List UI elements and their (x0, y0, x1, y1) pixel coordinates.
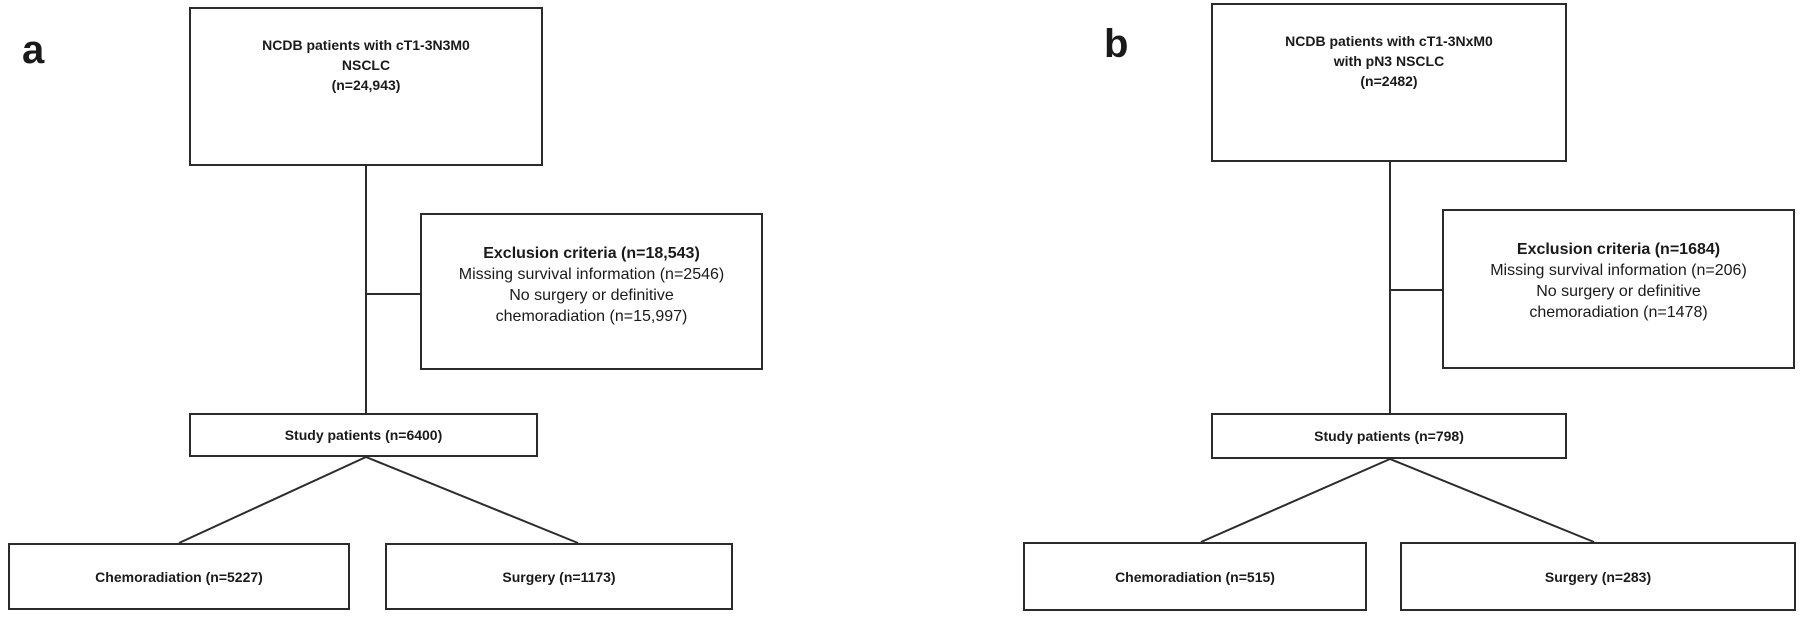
surgery-label: Surgery (n=283) (1544, 568, 1652, 585)
source-population-box: NCDB patients with cT1-3N3M0 NSCLC (n=24… (189, 7, 543, 166)
exclusion-line: chemoradiation (n=1478) (1529, 304, 1708, 321)
connector-lines (1200, 162, 1595, 543)
exclusion-line: Missing survival information (n=206) (1490, 262, 1747, 279)
surgery-box: Surgery (n=1173) (385, 543, 733, 610)
source-line: with pN3 NSCLC (1333, 53, 1445, 69)
source-line: NSCLC (341, 57, 391, 73)
exclusion-line: No surgery or definitive (1536, 283, 1701, 300)
source-line: NCDB patients with cT1-3N3M0 (262, 37, 470, 53)
chemoradiation-box: Chemoradiation (n=515) (1023, 542, 1367, 611)
panel-label: b (1104, 22, 1129, 66)
chemoradiation-label: Chemoradiation (n=5227) (95, 568, 263, 585)
left-arm-line (1200, 458, 1391, 543)
surgery-box: Surgery (n=283) (1400, 542, 1796, 611)
exclusion-title: Exclusion criteria (n=1684) (1516, 241, 1721, 258)
exclusion-line: chemoradiation (n=15,997) (495, 308, 688, 325)
study-patients-label: Study patients (n=798) (1314, 428, 1464, 444)
chemoradiation-box: Chemoradiation (n=5227) (8, 543, 350, 610)
chemoradiation-label: Chemoradiation (n=515) (1115, 568, 1275, 585)
surgery-label: Surgery (n=1173) (502, 568, 616, 585)
exclusion-line: No surgery or definitive (509, 287, 674, 304)
right-arm-line (365, 456, 579, 544)
study-patients-label: Study patients (n=6400) (284, 427, 443, 443)
source-line: NCDB patients with cT1-3NxM0 (1285, 33, 1493, 49)
study-patients-box: Study patients (n=6400) (189, 413, 538, 457)
source-population-box: NCDB patients with cT1-3NxM0 with pN3 NS… (1211, 3, 1567, 162)
exclusion-line: Missing survival information (n=2546) (458, 266, 725, 283)
panel-a: a NCDB patients with cT1-3N3M0 NSCLC (n=… (8, 7, 763, 610)
left-arm-line (178, 456, 367, 544)
exclusion-criteria-box: Exclusion criteria (n=1684) Missing surv… (1442, 209, 1795, 369)
source-count: (n=24,943) (331, 77, 401, 93)
right-arm-line (1389, 458, 1595, 543)
connector-lines (178, 166, 579, 544)
study-patients-box: Study patients (n=798) (1211, 413, 1567, 459)
panel-label: a (22, 28, 45, 72)
source-count: (n=2482) (1360, 73, 1418, 89)
panel-b: b NCDB patients with cT1-3NxM0 with pN3 … (1020, 0, 1800, 618)
exclusion-title: Exclusion criteria (n=18,543) (483, 245, 700, 262)
exclusion-criteria-box: Exclusion criteria (n=18,543) Missing su… (420, 213, 763, 370)
